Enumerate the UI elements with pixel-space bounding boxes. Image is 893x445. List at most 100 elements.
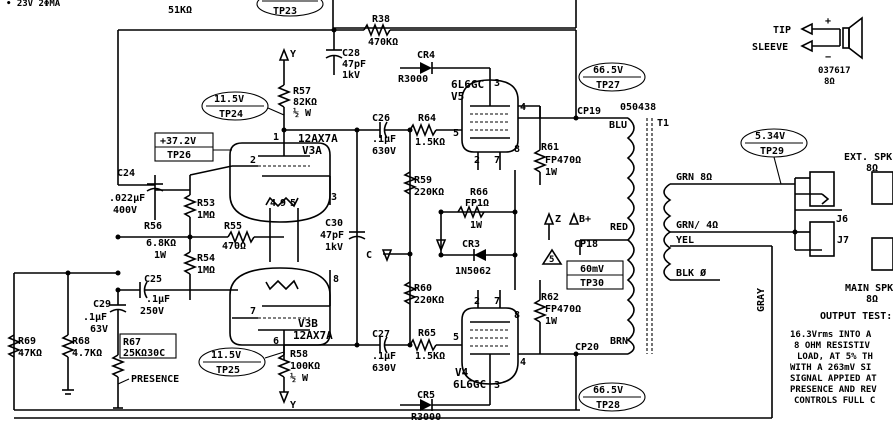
- c28-value: 47pF: [342, 59, 366, 70]
- tp27-marker: 66.5V TP27: [578, 62, 646, 92]
- v3a-pin-plate: 1: [273, 132, 279, 143]
- tp24-voltage: 11.5V: [214, 94, 244, 105]
- c29-name: C29: [93, 299, 111, 310]
- r57-rating: ½ W: [293, 107, 312, 119]
- tp26-voltage: +37.2V: [160, 136, 196, 147]
- c30-rating: 1kV: [325, 242, 343, 253]
- red-wire-label: RED: [610, 222, 628, 233]
- v5-name: V5: [451, 90, 464, 103]
- c26-value: .1µF: [372, 134, 396, 145]
- v3a-heater-pin-4: 4: [270, 198, 276, 209]
- v4-pin-7: 7: [494, 296, 500, 307]
- supply-y-bottom: Y: [290, 400, 296, 411]
- output-test-note: OUTPUT TEST: 16.3Vrms INTO A 8 OHM RESIS…: [790, 311, 892, 406]
- r54-value: 1MΩ: [197, 265, 215, 276]
- r59-value: 220KΩ: [414, 187, 444, 198]
- top-left-note: • 23V 2ΦMA: [6, 0, 61, 9]
- tp23-marker: TP23: [256, 0, 324, 17]
- r55-resistor: R55 470Ω: [222, 221, 284, 252]
- c24-rating: 400V: [113, 205, 137, 216]
- tp29-label: TP29: [760, 146, 784, 157]
- r67-value: 25KΩ30C: [123, 348, 165, 359]
- c25-rating: 250V: [140, 306, 164, 317]
- r68-value: 4.7KΩ: [72, 348, 102, 359]
- main-spk-label: MAIN SPK: [845, 283, 893, 294]
- c28-capacitor: C28 47pF 1kV: [325, 30, 366, 81]
- minus-sign: −: [825, 52, 831, 63]
- c27-rating: 630V: [372, 363, 396, 374]
- ext-spk-imp: 8Ω: [866, 163, 878, 174]
- v3a-heater-pin-9: 9: [280, 198, 286, 209]
- brn-wire-label: BRN: [610, 336, 628, 347]
- c25-value: .1µF: [146, 294, 170, 305]
- v4-name: V4: [455, 366, 469, 379]
- output-test-line-3: LOAD, AT 5% TH: [797, 352, 873, 362]
- r65-value: 1.5KΩ: [415, 351, 445, 362]
- tp25-marker: 11.5V TP25: [198, 347, 285, 377]
- supply-c-label: C: [366, 250, 372, 261]
- tp28-marker: 66.5V TP28: [578, 382, 646, 412]
- r65-resistor: R65 1.5KΩ: [409, 328, 462, 362]
- r66-value: FP1Ω: [465, 198, 489, 209]
- r65-name: R65: [418, 328, 436, 339]
- r68-resistor: R68 4.7KΩ: [60, 273, 102, 395]
- tp26-label: TP26: [167, 150, 191, 161]
- tp27-voltage: 66.5V: [593, 65, 623, 76]
- r60-name: R60: [414, 283, 432, 294]
- r67-name: R67: [123, 337, 141, 348]
- r64-resistor: R64 1.5KΩ: [409, 113, 462, 148]
- c29-capacitor: C29 .1µF 63V: [83, 290, 127, 335]
- r58-value: 100KΩ: [290, 361, 320, 372]
- r68-name: R68: [72, 336, 90, 347]
- tip-label: TIP: [773, 25, 791, 36]
- v3a-type: 12AX7A: [298, 132, 338, 145]
- r62-resistor: R62 FP470Ω 1W: [532, 280, 581, 354]
- r59-name: R59: [414, 175, 432, 186]
- v4-pin-3: 3: [494, 380, 500, 391]
- v3a-pin-cathode: 3: [331, 192, 337, 203]
- v3b-pin-cathode: 8: [333, 274, 339, 285]
- r56-name: R56: [144, 221, 162, 232]
- tp25-voltage: 11.5V: [211, 350, 241, 361]
- blu-wire-label: BLU: [609, 120, 627, 131]
- r38-resistor: R38 470KΩ: [118, 14, 576, 48]
- r59-resistor: R59 220KΩ: [402, 171, 444, 198]
- output-test-line-7: CONTROLS FULL C: [794, 396, 875, 406]
- sec-grn-4: GRN/ 4Ω: [676, 220, 718, 231]
- r62-value: FP470Ω: [545, 304, 581, 315]
- output-test-title: OUTPUT TEST:: [820, 311, 892, 322]
- cr3-value: 1N5062: [455, 266, 491, 277]
- r66-name: R66: [470, 187, 488, 198]
- speaker-imp: 8Ω: [824, 77, 835, 87]
- footswitch-jack: TIP + SLEEVE − 037617 8Ω: [752, 16, 863, 87]
- v5-pin-3: 3: [494, 78, 500, 89]
- v5-pin-7: 7: [494, 155, 500, 166]
- tp25-label: TP25: [216, 365, 240, 376]
- v5-type: 6L6GC: [451, 78, 484, 91]
- r56-resistor: R56 6.8KΩ 1W: [144, 221, 176, 261]
- v4-type: 6L6GC: [453, 378, 486, 391]
- r61-name: R61: [541, 142, 559, 153]
- output-test-line-5: SIGNAL APPIED AT: [790, 374, 877, 384]
- r64-value: 1.5KΩ: [415, 137, 445, 148]
- secondary-wiring: GRN 8Ω GRN/ 4Ω YEL BLK Ø GRAY: [14, 172, 795, 419]
- c28-rating: 1kV: [342, 70, 360, 81]
- sleeve-label: SLEEVE: [752, 42, 788, 53]
- v5-pin-8: 8: [514, 144, 520, 155]
- cp19-label: CP19: [577, 106, 601, 117]
- c26-name: C26: [372, 113, 390, 124]
- r56-value: 6.8KΩ: [146, 238, 176, 249]
- supply-c: C: [366, 249, 410, 263]
- tp30-label: TP30: [580, 278, 604, 289]
- c25-name: C25: [144, 274, 162, 285]
- tp29-voltage: 5.34V: [755, 131, 785, 142]
- main-spk-imp: 8Ω: [866, 294, 878, 305]
- ext-spk-label: EXT. SPK: [844, 152, 892, 163]
- r38-name: R38: [372, 14, 390, 25]
- r53-resistor: R53 1MΩ: [182, 165, 233, 237]
- c24-name: C24: [117, 168, 135, 179]
- r67-presence-pot: R67 25KΩ30C PRESENCE: [110, 330, 179, 409]
- c28-name: C28: [342, 48, 360, 59]
- v3a-pin-grid: 2: [250, 155, 256, 166]
- sec-grn-8: GRN 8Ω: [676, 172, 712, 183]
